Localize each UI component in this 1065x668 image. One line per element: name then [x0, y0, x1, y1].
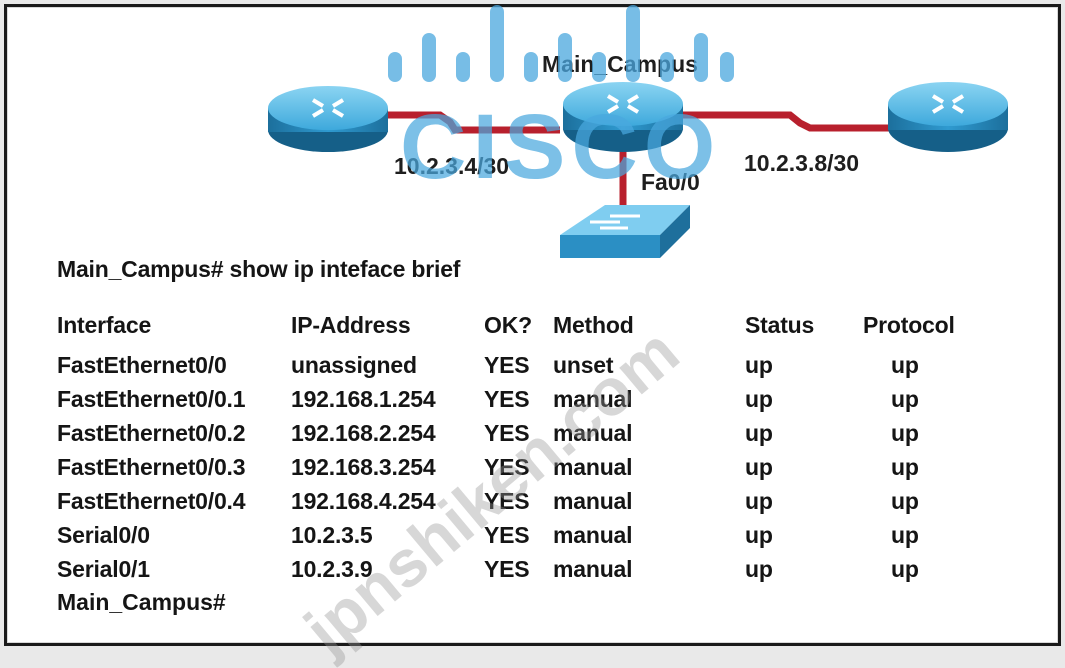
- cell-ok: YES: [484, 556, 530, 582]
- cell-interface: FastEthernet0/0.2: [57, 420, 246, 446]
- router-right-icon: [888, 82, 1008, 152]
- cell-ok: YES: [484, 352, 530, 378]
- header-status: Status: [745, 312, 815, 338]
- cell-ip-address: 192.168.3.254: [291, 454, 436, 480]
- cell-protocol: up: [891, 420, 919, 446]
- network-topology: Main_Campus 10.2.3.4/30 10.2.3.8/30 Fa0/…: [268, 51, 1008, 258]
- router-left-icon: [268, 86, 388, 152]
- cell-status: up: [745, 386, 773, 412]
- cell-protocol: up: [891, 386, 919, 412]
- cell-ip-address: 10.2.3.5: [291, 522, 373, 548]
- cell-ip-address: 192.168.4.254: [291, 488, 436, 514]
- cell-method: manual: [553, 488, 633, 514]
- header-ok: OK?: [484, 312, 532, 338]
- cell-method: manual: [553, 420, 633, 446]
- link-left-subnet-label: 10.2.3.4/30: [394, 153, 509, 179]
- cell-interface: Serial0/0: [57, 522, 150, 548]
- cell-ip-address: 192.168.1.254: [291, 386, 436, 412]
- header-protocol: Protocol: [863, 312, 955, 338]
- cell-protocol: up: [891, 556, 919, 582]
- cell-interface: FastEthernet0/0: [57, 352, 227, 378]
- link-right: [680, 111, 890, 132]
- cell-status: up: [745, 488, 773, 514]
- cell-status: up: [745, 352, 773, 378]
- cell-status: up: [745, 522, 773, 548]
- cell-protocol: up: [891, 522, 919, 548]
- cell-interface: FastEthernet0/0.4: [57, 488, 246, 514]
- cell-interface: FastEthernet0/0.3: [57, 454, 246, 480]
- cell-protocol: up: [891, 454, 919, 480]
- cell-method: manual: [553, 454, 633, 480]
- cell-ok: YES: [484, 522, 530, 548]
- cell-method: manual: [553, 556, 633, 582]
- cell-ok: YES: [484, 386, 530, 412]
- cell-protocol: up: [891, 352, 919, 378]
- cell-ip-address: 10.2.3.9: [291, 556, 373, 582]
- cell-interface: Serial0/1: [57, 556, 150, 582]
- cell-ok: YES: [484, 454, 530, 480]
- switch-icon: [560, 205, 690, 258]
- cell-ip-address: 192.168.2.254: [291, 420, 436, 446]
- diagram-frame: [4, 4, 1061, 646]
- link-left: [385, 111, 560, 134]
- final-prompt: Main_Campus#: [57, 589, 226, 615]
- header-method: Method: [553, 312, 634, 338]
- header-interface: Interface: [57, 312, 152, 338]
- link-right-subnet-label: 10.2.3.8/30: [744, 150, 859, 176]
- cell-status: up: [745, 454, 773, 480]
- cell-ip-address: unassigned: [291, 352, 417, 378]
- header-ip-address: IP-Address: [291, 312, 411, 338]
- cell-method: unset: [553, 352, 614, 378]
- cell-status: up: [745, 420, 773, 446]
- cell-protocol: up: [891, 488, 919, 514]
- command-line: Main_Campus# show ip inteface brief: [57, 256, 461, 282]
- switch-interface-label: Fa0/0: [641, 169, 700, 195]
- cell-method: manual: [553, 386, 633, 412]
- router-main-campus-label: Main_Campus: [542, 51, 698, 77]
- cell-status: up: [745, 556, 773, 582]
- cell-interface: FastEthernet0/0.1: [57, 386, 246, 412]
- cell-ok: YES: [484, 488, 530, 514]
- cell-ok: YES: [484, 420, 530, 446]
- router-main-campus-icon: [563, 82, 683, 152]
- cell-method: manual: [553, 522, 633, 548]
